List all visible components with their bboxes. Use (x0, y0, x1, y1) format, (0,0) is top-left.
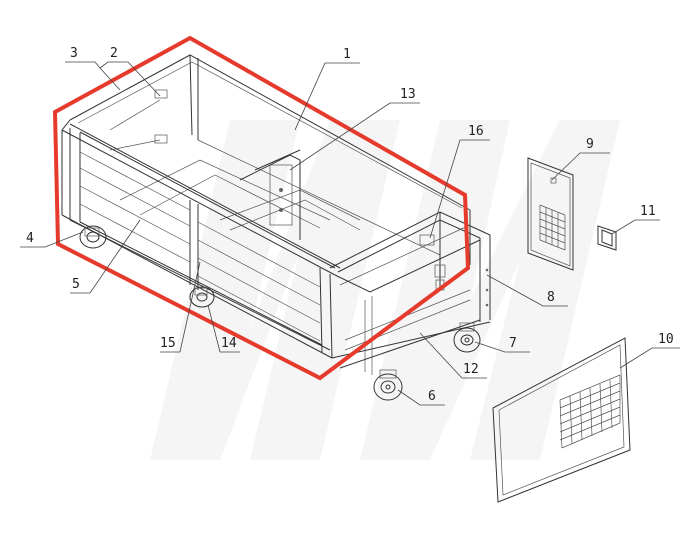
callout-5: 5 (72, 277, 80, 292)
callout-1: 1 (343, 47, 351, 62)
callout-labels: 3 2 1 13 16 9 11 4 5 8 7 10 12 6 15 14 (26, 46, 674, 404)
caster-left (79, 225, 107, 249)
callout-6: 6 (428, 389, 436, 404)
cabinet-frame (61, 54, 471, 359)
callout-9: 9 (586, 137, 594, 152)
caster-center (189, 286, 215, 308)
callout-15: 15 (160, 336, 176, 351)
side-vent-panel (492, 337, 631, 503)
small-square-part (597, 225, 617, 251)
callout-10: 10 (658, 332, 674, 347)
callout-leaders (20, 61, 680, 406)
caster-back-right (453, 322, 481, 353)
callout-7: 7 (509, 336, 517, 351)
callout-16: 16 (468, 124, 484, 139)
rear-vent-panel (527, 157, 574, 271)
highlight-outline (52, 35, 471, 381)
callout-11: 11 (640, 204, 656, 219)
caster-front-right (373, 369, 403, 401)
interior-divider-frame (219, 149, 361, 240)
callout-8: 8 (547, 290, 555, 305)
callout-2: 2 (110, 46, 118, 61)
caster-wheels (79, 225, 481, 401)
callout-3: 3 (70, 46, 78, 61)
callout-12: 12 (463, 362, 479, 377)
callout-4: 4 (26, 231, 34, 246)
callout-14: 14 (221, 336, 237, 351)
callout-13: 13 (400, 87, 416, 102)
